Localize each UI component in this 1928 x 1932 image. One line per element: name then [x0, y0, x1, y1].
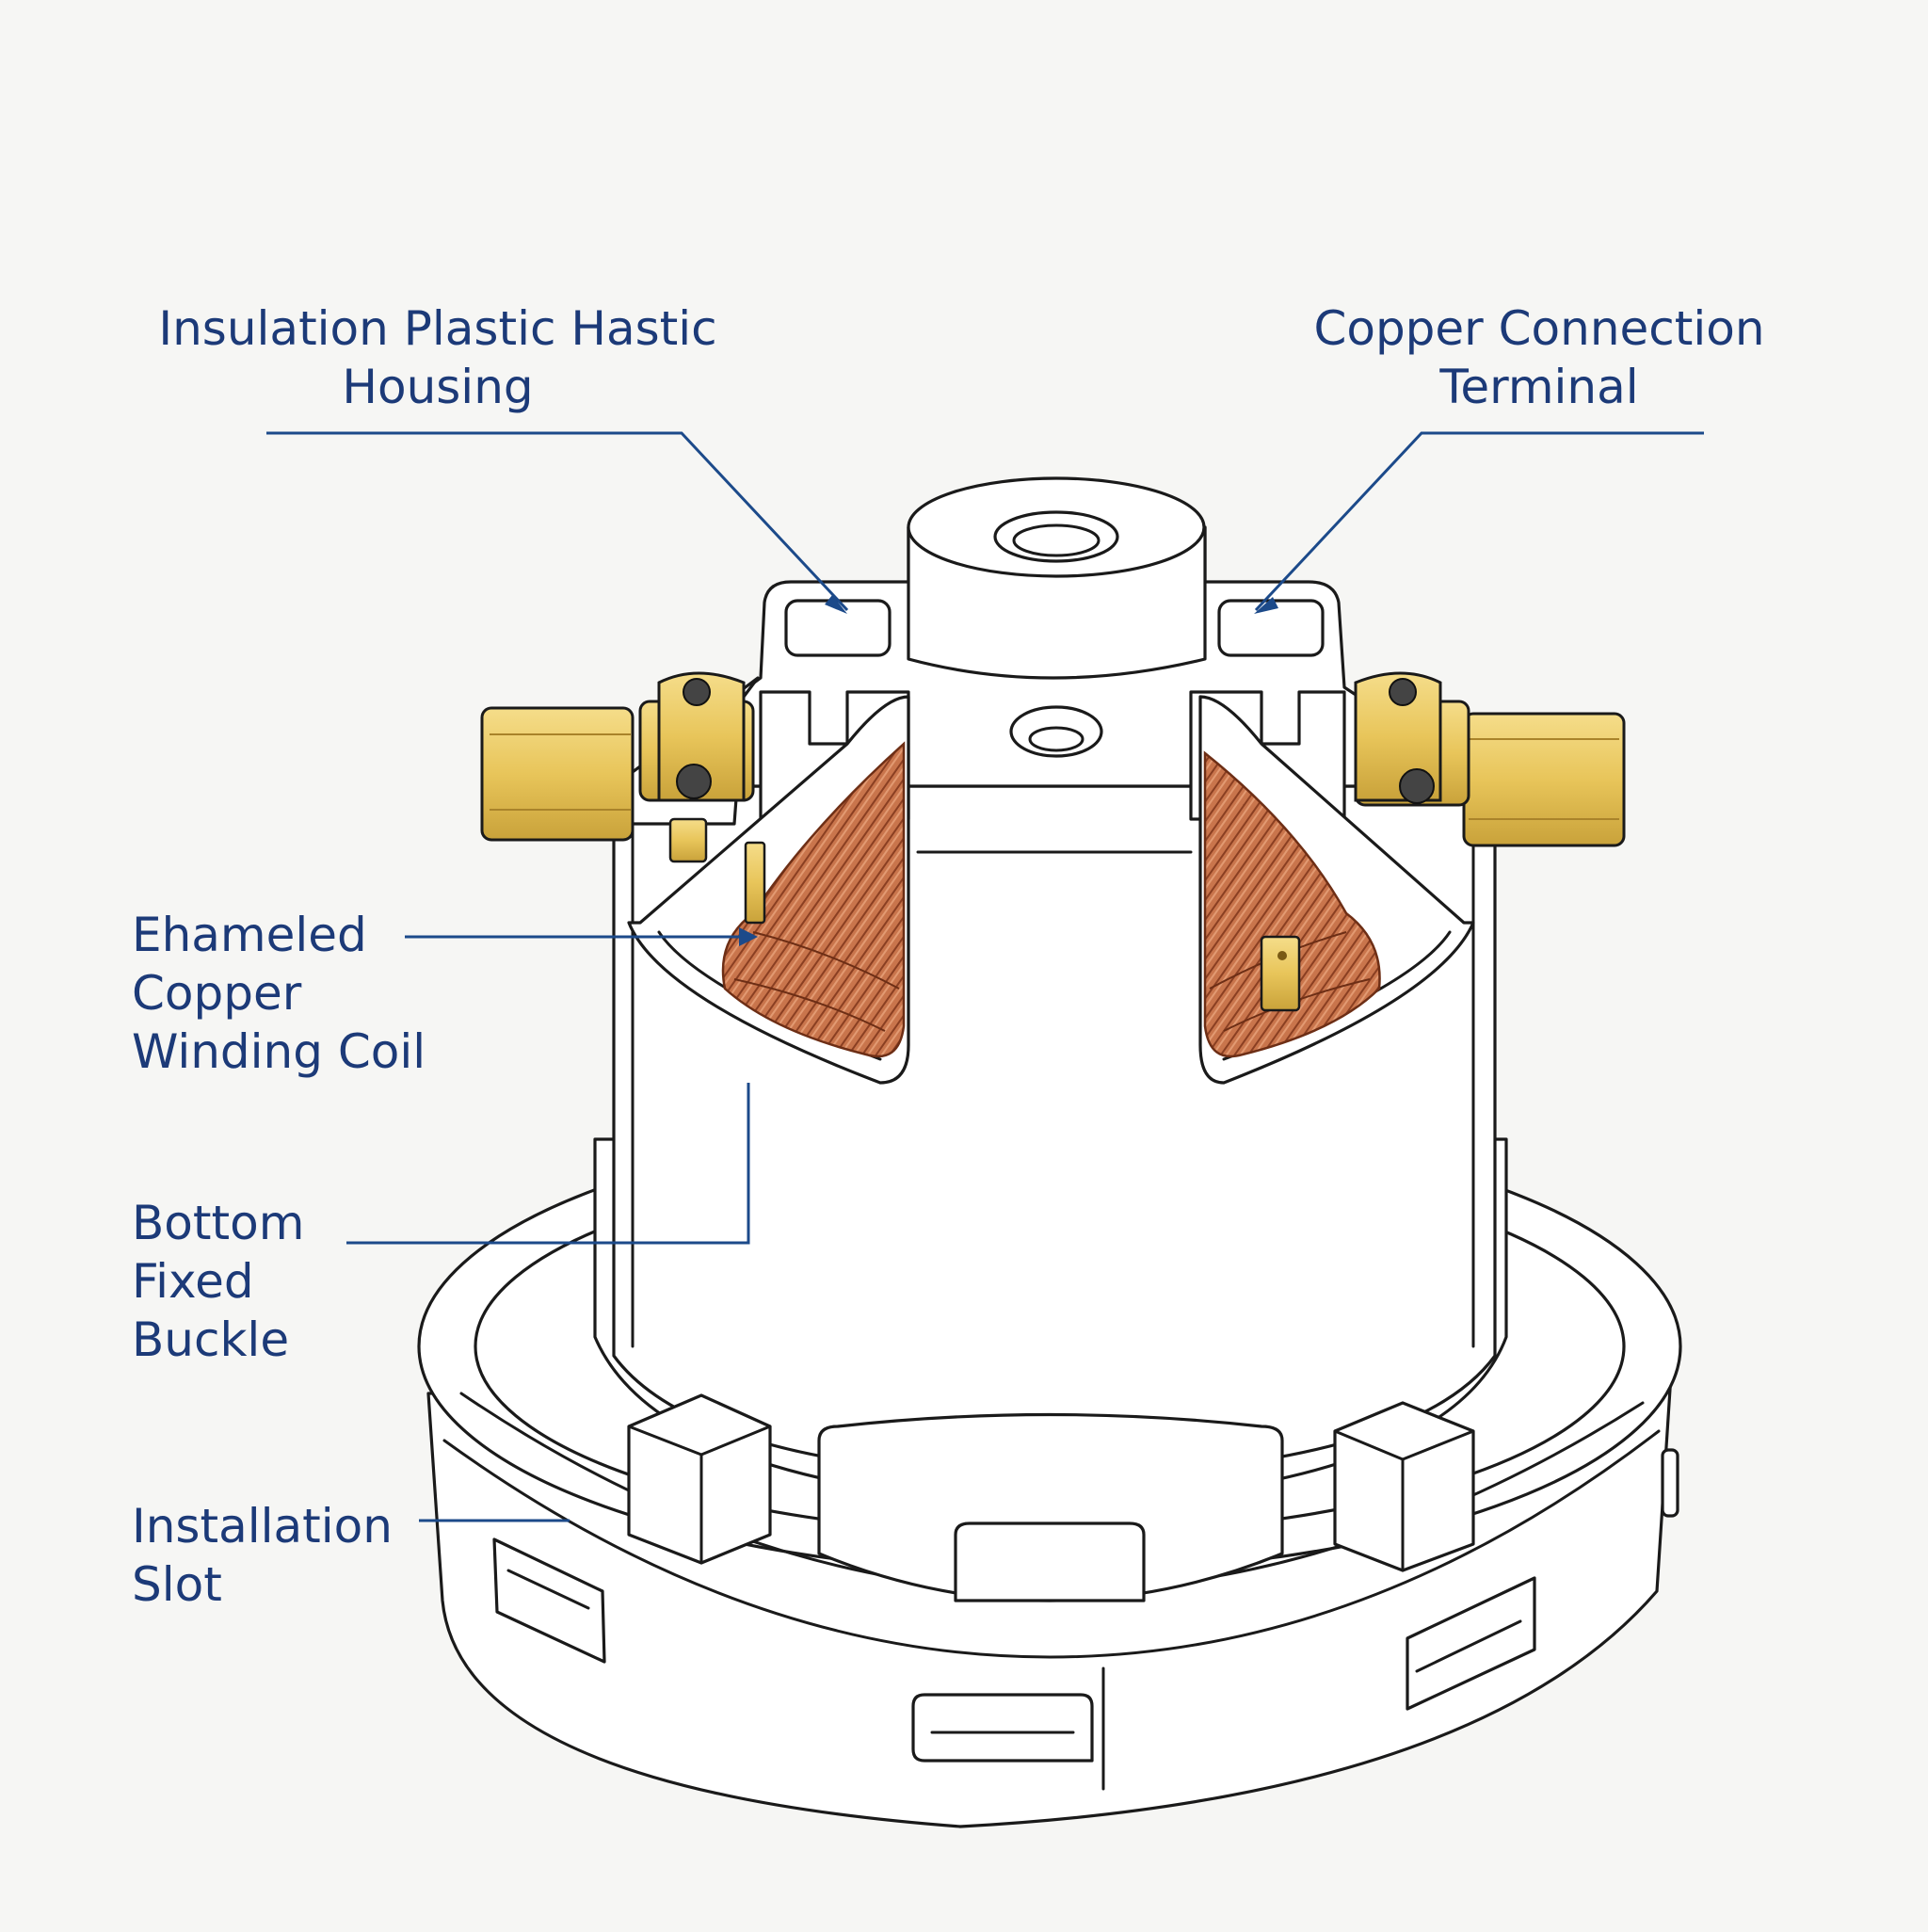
label-line: Slot — [132, 1557, 222, 1612]
arrow-head — [739, 927, 758, 946]
label-line: Copper — [132, 966, 302, 1021]
installation-slots — [492, 1538, 1536, 1763]
label-fixed-buckle: Bottom Fixed Buckle — [132, 1194, 304, 1369]
top-boss — [907, 476, 1207, 758]
label-installation-slot: Installation Slot — [132, 1497, 393, 1614]
label-line: Buckle — [132, 1312, 290, 1367]
label-line: Insulation Plastic Hastic — [158, 301, 717, 356]
label-copper-terminal: Copper Connection Terminal — [1290, 299, 1789, 416]
label-line: Terminal — [1439, 360, 1639, 414]
label-line: Copper Connection — [1313, 301, 1765, 356]
label-winding-coil: Ehameled Copper Winding Coil — [132, 906, 426, 1081]
label-line: Ehameled — [132, 908, 367, 962]
coil-window-left — [627, 695, 910, 1085]
brass-terminal-left — [480, 671, 766, 925]
leader-lines — [266, 431, 1704, 1522]
label-line: Bottom — [132, 1196, 305, 1250]
arrow-head — [1254, 597, 1278, 614]
label-line: Installation — [132, 1499, 393, 1554]
label-line: Winding Coil — [132, 1024, 426, 1079]
label-insulation-housing: Insulation Plastic Hastic Housing — [137, 299, 739, 416]
label-line: Fixed — [132, 1254, 254, 1309]
brass-terminal-right — [1260, 671, 1626, 1012]
label-line: Housing — [342, 360, 534, 414]
arrow-head — [825, 595, 847, 614]
